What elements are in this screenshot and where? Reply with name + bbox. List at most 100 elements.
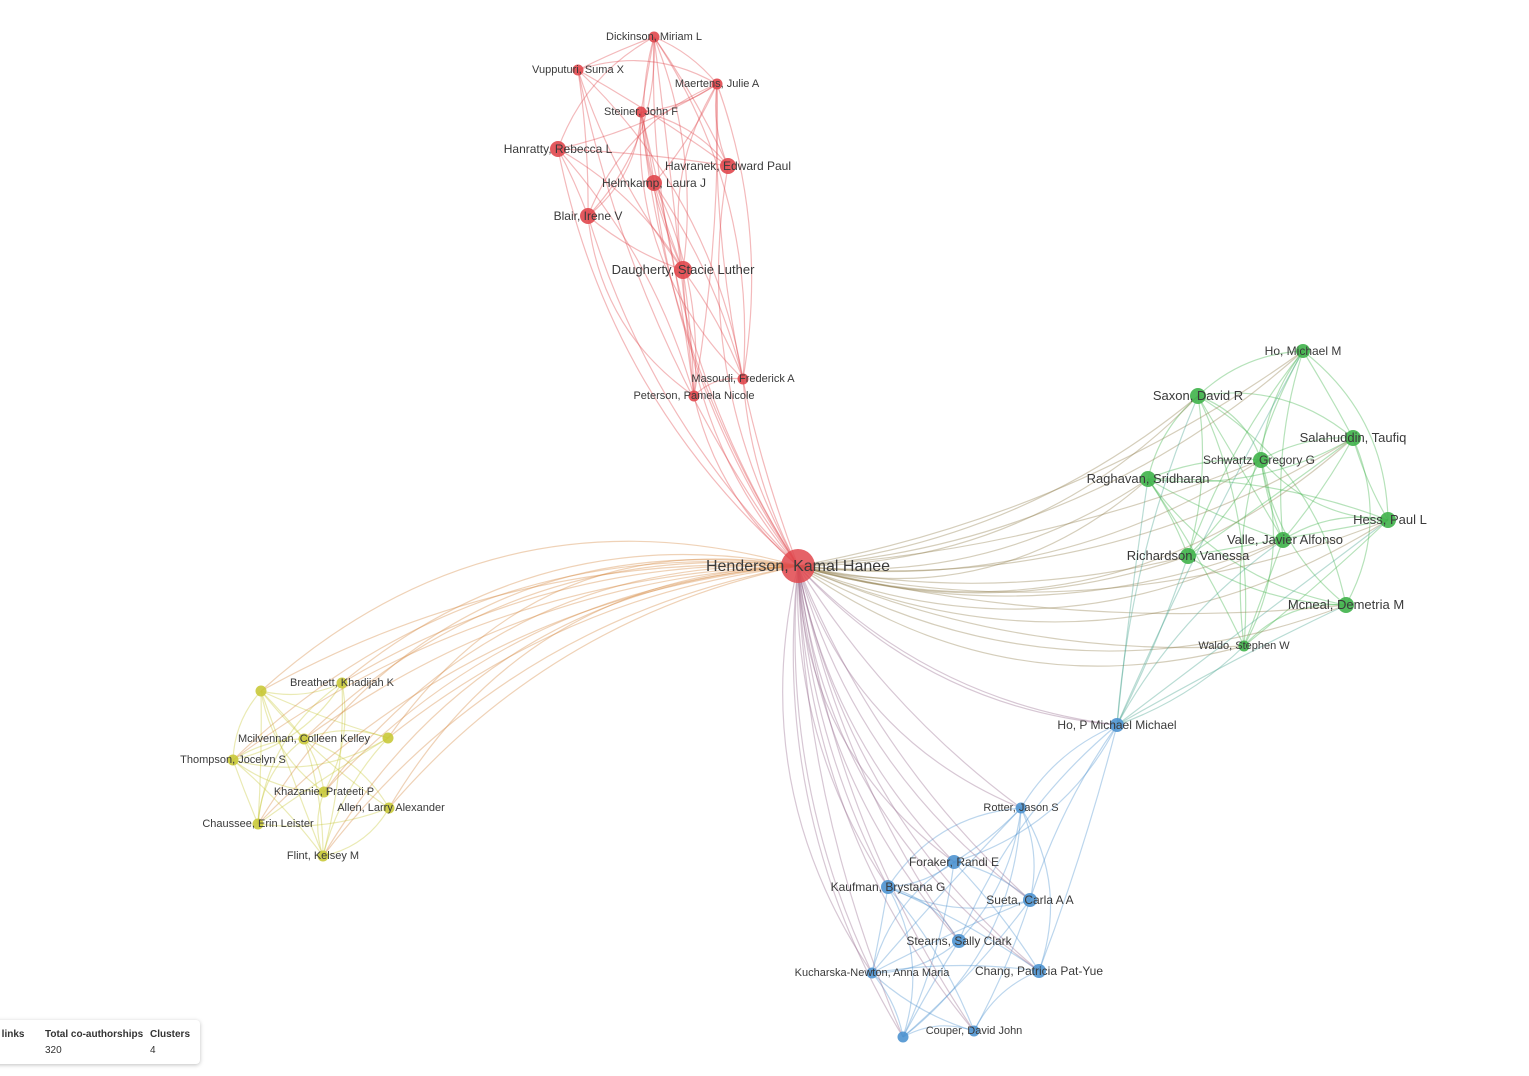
coauthor-link: [260, 682, 343, 696]
author-node-blair[interactable]: [580, 208, 596, 224]
coauthor-link: [387, 565, 799, 739]
author-label-raghavan[interactable]: Raghavan, Sridharan: [1087, 471, 1210, 486]
coauthor-link: [232, 759, 325, 793]
author-node-stearns[interactable]: [952, 934, 966, 948]
author-label-blair[interactable]: Blair, Irene V: [554, 209, 623, 223]
author-label-homichaelm[interactable]: Ho, Michael M: [1265, 344, 1342, 358]
author-node-sueta[interactable]: [1023, 893, 1037, 907]
author-label-hopmichael[interactable]: Ho, P Michael Michael: [1057, 718, 1176, 732]
coauthor-link: [1197, 350, 1304, 397]
author-label-saxon[interactable]: Saxon, David R: [1153, 388, 1243, 403]
author-node-chang[interactable]: [1032, 964, 1046, 978]
author-node-yellow_unlabeled_2[interactable]: [382, 732, 394, 744]
author-node-yellow_unlabeled_1[interactable]: [255, 685, 267, 697]
author-label-mcneal[interactable]: Mcneal, Demetria M: [1288, 597, 1404, 612]
author-node-raghavan[interactable]: [1140, 471, 1156, 487]
author-node-dickinson[interactable]: [648, 31, 660, 43]
author-node-mcilvennan[interactable]: [298, 733, 310, 745]
coauthor-link: [797, 565, 1118, 726]
author-node-blue_unlabeled[interactable]: [897, 1031, 909, 1043]
author-node-couper[interactable]: [968, 1025, 980, 1037]
author-label-kaufman[interactable]: Kaufman, Brystana G: [831, 880, 946, 894]
labels-layer: Henderson, Kamal Hanee Dickinson, Miriam …: [180, 31, 1427, 1037]
author-node-mcneal[interactable]: [1338, 597, 1354, 613]
author-label-schwartz[interactable]: Schwartz, Gregory G: [1203, 453, 1315, 467]
author-node-waldo[interactable]: [1238, 640, 1250, 652]
author-node-khazanie[interactable]: [318, 786, 330, 798]
author-label-vupputuri[interactable]: Vupputuri, Suma X: [532, 64, 625, 76]
author-node-richardson[interactable]: [1180, 548, 1196, 564]
author-node-helmkamp[interactable]: [646, 175, 662, 191]
coauthor-link: [587, 215, 684, 271]
author-node-masoudi[interactable]: [737, 373, 749, 385]
author-label-chang[interactable]: Chang, Patricia Pat-Yue: [975, 964, 1103, 978]
author-label-sueta[interactable]: Sueta, Carla A A: [986, 893, 1073, 907]
coauthor-link: [887, 807, 1022, 888]
author-label-kucharska[interactable]: Kucharska-Newton, Anna Maria: [795, 967, 951, 979]
author-node-allen[interactable]: [383, 802, 395, 814]
author-node-vupputuri[interactable]: [572, 64, 584, 76]
author-label-rotter[interactable]: Rotter, Jason S: [983, 802, 1058, 814]
author-node-steiner[interactable]: [635, 106, 647, 118]
coauthor-link: [322, 565, 799, 857]
author-node-hopmichael[interactable]: [1110, 718, 1124, 732]
author-node-daugherty[interactable]: [674, 261, 692, 279]
coauthor-link: [1147, 478, 1284, 541]
author-node-hanratty[interactable]: [550, 141, 566, 157]
edges-layer: [232, 36, 1389, 1038]
author-label-steiner[interactable]: Steiner, John F: [604, 106, 678, 118]
author-node-salahuddin[interactable]: [1345, 430, 1361, 446]
author-node-schwartz[interactable]: [1253, 452, 1269, 468]
author-label-peterson[interactable]: Peterson, Pamela Nicole: [633, 390, 754, 402]
author-label-richardson[interactable]: Richardson, Vanessa: [1127, 548, 1250, 563]
author-node-kucharska[interactable]: [866, 967, 878, 979]
author-label-henderson[interactable]: Henderson, Kamal Hanee: [706, 558, 890, 575]
author-node-chaussee[interactable]: [252, 818, 264, 830]
author-label-salahuddin[interactable]: Salahuddin, Taufiq: [1300, 430, 1407, 445]
coauthor-link: [260, 540, 799, 692]
author-label-allen[interactable]: Allen, Larry Alexander: [337, 802, 445, 814]
author-label-maertens[interactable]: Maertens, Julie A: [675, 78, 760, 90]
author-node-peterson[interactable]: [688, 390, 700, 402]
author-label-valle[interactable]: Valle, Javier Alfonso: [1227, 532, 1343, 547]
author-node-breathett[interactable]: [336, 677, 348, 689]
author-label-hess[interactable]: Hess, Paul L: [1353, 512, 1427, 527]
author-label-thompson[interactable]: Thompson, Jocelyn S: [180, 754, 286, 766]
author-label-masoudi[interactable]: Masoudi, Frederick A: [691, 373, 795, 385]
author-node-foraker[interactable]: [947, 855, 961, 869]
author-node-havranek[interactable]: [720, 158, 736, 174]
author-label-flint[interactable]: Flint, Kelsey M: [287, 850, 359, 862]
author-node-flint[interactable]: [317, 850, 329, 862]
author-node-hess[interactable]: [1380, 512, 1396, 528]
coauthor-link: [1187, 350, 1304, 557]
coauthor-link: [871, 940, 960, 974]
author-node-kaufman[interactable]: [881, 880, 895, 894]
author-node-maertens[interactable]: [711, 78, 723, 90]
author-label-helmkamp[interactable]: Helmkamp, Laura J: [602, 176, 706, 190]
coauthor-link: [232, 738, 305, 761]
author-label-daugherty[interactable]: Daugherty, Stacie Luther: [612, 262, 756, 277]
coauthor-link: [1187, 555, 1347, 606]
author-label-khazanie[interactable]: Khazanie, Prateeti P: [274, 786, 374, 798]
author-label-havranek[interactable]: Havranek, Edward Paul: [665, 159, 791, 173]
author-label-hanratty[interactable]: Hanratty, Rebecca L: [504, 142, 613, 156]
author-label-breathett[interactable]: Breathett, Khadijah K: [290, 677, 395, 689]
coauthor-link: [1116, 604, 1347, 726]
author-node-rotter[interactable]: [1015, 802, 1027, 814]
coauthor-link: [1187, 459, 1262, 557]
author-label-couper[interactable]: Couper, David John: [926, 1025, 1023, 1037]
author-node-saxon[interactable]: [1190, 388, 1206, 404]
author-node-valle[interactable]: [1275, 532, 1291, 548]
author-label-foraker[interactable]: Foraker, Randi E: [909, 855, 999, 869]
author-node-homichaelm[interactable]: [1296, 344, 1310, 358]
author-node-thompson[interactable]: [227, 754, 239, 766]
coauthor-link: [797, 539, 1284, 610]
author-node-henderson[interactable]: [781, 549, 815, 583]
author-label-mcilvennan[interactable]: Mcilvennan, Colleen Kelley: [238, 733, 371, 745]
author-label-waldo[interactable]: Waldo, Stephen W: [1198, 640, 1290, 652]
author-label-stearns[interactable]: Stearns, Sally Clark: [906, 934, 1012, 948]
coauthor-link: [260, 690, 325, 793]
author-label-dickinson[interactable]: Dickinson, Miriam L: [606, 31, 702, 43]
coauthor-link: [902, 899, 1031, 1038]
author-label-chaussee[interactable]: Chaussee, Erin Leister: [202, 818, 314, 830]
